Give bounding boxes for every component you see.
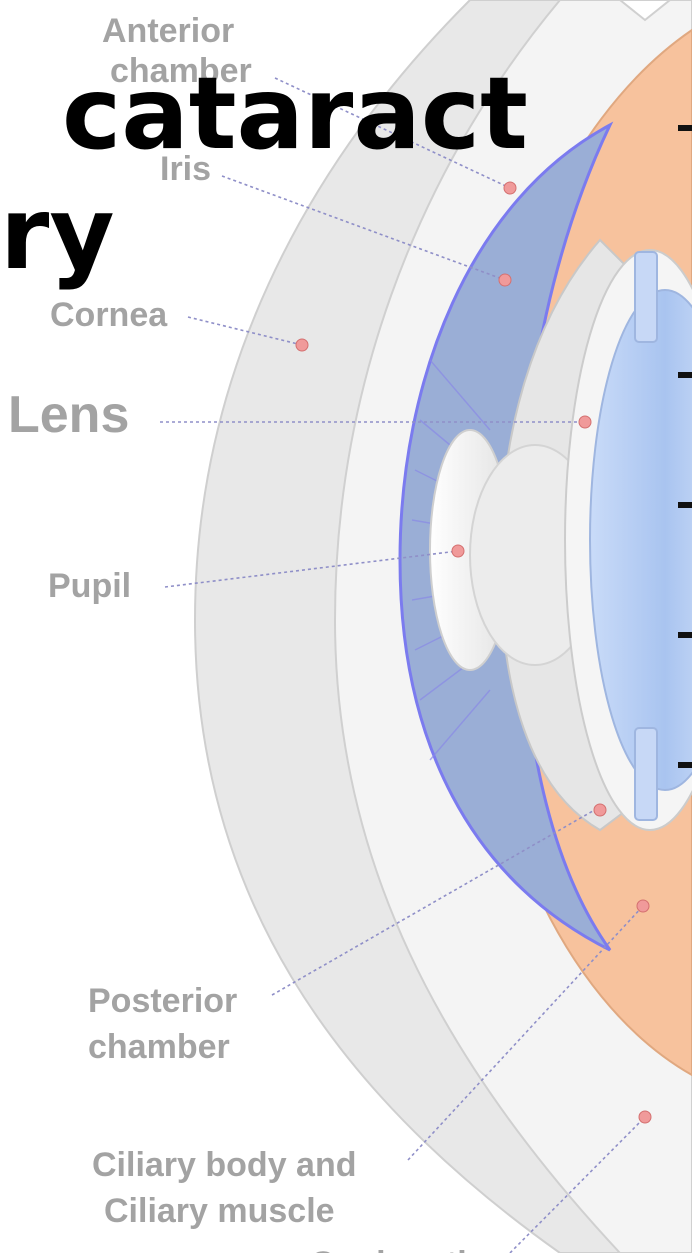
label-posterior-2: chamber xyxy=(88,1028,230,1066)
title-line-2: ry xyxy=(0,175,115,292)
label-bottom-cut: Conjunctiva xyxy=(310,1245,506,1253)
label-ciliary-1: Ciliary body and xyxy=(92,1146,357,1184)
right-edge-dashes xyxy=(678,125,692,768)
leader-lines xyxy=(160,77,646,1253)
label-ciliary-2: Ciliary muscle xyxy=(104,1192,335,1230)
label-lens: Lens xyxy=(8,386,129,444)
label-pupil: Pupil xyxy=(48,567,131,605)
label-anterior-2: chamber xyxy=(110,52,252,90)
lens-shape xyxy=(564,249,692,831)
label-anterior-1: Anterior xyxy=(102,12,234,50)
top-notch xyxy=(618,0,672,22)
leader-points xyxy=(295,181,652,1124)
title-line-1: cataract xyxy=(62,55,528,172)
label-cornea: Cornea xyxy=(50,296,168,334)
label-iris: Iris xyxy=(160,150,211,188)
label-posterior-1: Posterior xyxy=(88,982,237,1020)
